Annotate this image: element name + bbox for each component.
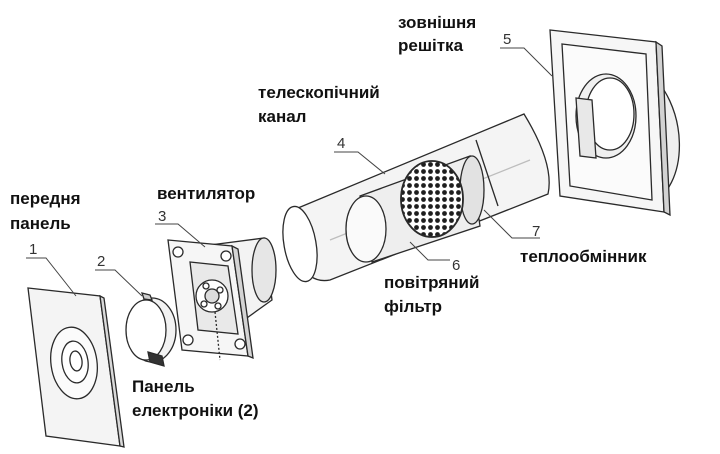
callout-5: 5	[503, 31, 511, 48]
callout-3: 3	[158, 208, 166, 225]
label-heat-exchanger: теплообмінник	[520, 247, 647, 266]
callout-7: 7	[532, 223, 540, 240]
label-electronics-line2: електроніки (2)	[132, 401, 259, 420]
front-panel	[27, 287, 125, 448]
label-outer-grille-line2: решітка	[398, 36, 464, 55]
label-duct-line1: телескопічний	[258, 83, 380, 102]
label-air-filter-line2: фільтр	[384, 297, 443, 316]
callout-4: 4	[337, 135, 345, 152]
electronics-panel	[125, 292, 177, 367]
label-air-filter-line1: повітряний	[384, 273, 480, 292]
label-fan: вентилятор	[157, 184, 256, 203]
leader-lines	[26, 47, 553, 297]
label-duct-line2: канал	[258, 107, 307, 126]
fan-assembly	[167, 237, 277, 361]
callout-1: 1	[29, 241, 37, 258]
outer-grille	[549, 29, 681, 217]
air-filter	[400, 160, 464, 238]
label-electronics-line1: Панель	[132, 377, 195, 396]
label-front-panel-line1: передня	[10, 189, 81, 208]
callout-6: 6	[452, 257, 460, 274]
label-front-panel-line2: панель	[10, 214, 71, 233]
callout-2: 2	[97, 253, 105, 270]
label-outer-grille-line1: зовнішня	[398, 13, 477, 32]
